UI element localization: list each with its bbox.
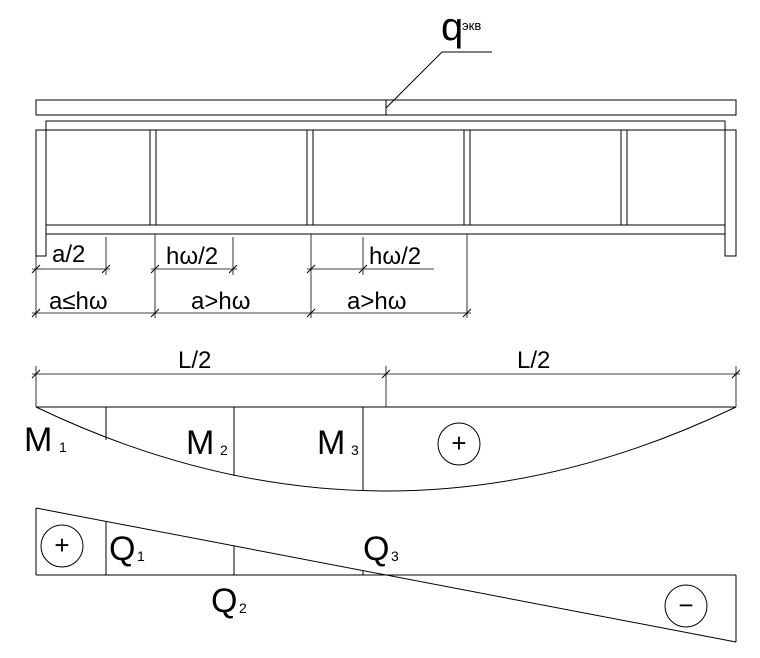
shear-sign-positive: + (54, 530, 69, 560)
dimension-tick (228, 264, 238, 274)
dimension-tick (306, 264, 316, 274)
moment-label-m1-index: 1 (59, 439, 67, 455)
shear-plus-sign: + (40, 524, 84, 568)
bottom-flange (45, 224, 726, 235)
moment-label-m2: M (186, 424, 214, 462)
stiffener (149, 129, 157, 226)
shear-label-q1: Q (109, 530, 135, 568)
dim-label-a-gt-hw: a>hω (347, 288, 406, 315)
dimension-tick (101, 264, 111, 274)
stiffener (463, 129, 471, 226)
dimension-tick (150, 308, 160, 318)
shear-diagram: + − Q 1 Q 2 Q 3 (35, 507, 737, 643)
moment-diagram: M 1 M 2 M 3 + (24, 406, 737, 492)
dimension-tick (150, 264, 160, 274)
dimension-tick (31, 369, 41, 379)
shear-label-q2-index: 2 (239, 600, 247, 616)
top-flange (45, 120, 726, 131)
dim-label-half-span-left: L/2 (178, 347, 211, 374)
beam (35, 99, 737, 257)
dim-label-half-span-right: L/2 (517, 347, 550, 374)
dimension-tick (358, 264, 368, 274)
dim-label-a-gt-hw: a>hω (191, 288, 250, 315)
left-end-stiffener (35, 129, 47, 257)
shear-slope (35, 507, 737, 643)
moment-label-m1: M (24, 421, 52, 459)
dim-label-hw-half: hω/2 (369, 243, 421, 270)
moment-label-m3-index: 3 (351, 442, 359, 458)
moment-sign-label: + (451, 428, 466, 458)
dimension-tick (306, 308, 316, 318)
span-dimensions: L/2 L/2 (31, 347, 741, 407)
dimension-tick (31, 264, 41, 274)
beam-dimensions: a/2 hω/2 hω/2 a≤hω a>hω a>hω (31, 234, 472, 318)
stiffener (620, 129, 628, 226)
shear-label-q3-index: 3 (391, 548, 399, 564)
load-label: q экв (385, 5, 492, 109)
shear-minus-sign: − (664, 584, 708, 628)
moment-plus-sign: + (437, 422, 481, 466)
dim-label-hw-half: hω/2 (166, 243, 218, 270)
right-end-stiffener (724, 129, 737, 257)
dimension-tick (381, 369, 391, 379)
shear-sign-negative: − (678, 590, 693, 620)
shear-label-q1-index: 1 (137, 548, 145, 564)
dimension-tick (731, 369, 741, 379)
moment-curve (35, 406, 737, 492)
moment-label-m2-index: 2 (220, 442, 228, 458)
moment-label-m3: M (317, 424, 345, 462)
shear-label-q3: Q (363, 530, 389, 568)
dim-label-a-half: a/2 (52, 241, 85, 268)
load-leader (385, 51, 492, 109)
dim-label-a-le-hw: a≤hω (49, 288, 108, 315)
stiffener (306, 129, 314, 226)
dimension-tick (462, 308, 472, 318)
load-subscript: экв (462, 18, 481, 33)
shear-label-q2: Q (211, 582, 237, 620)
dimension-tick (31, 308, 41, 318)
load-symbol: q (441, 5, 463, 49)
